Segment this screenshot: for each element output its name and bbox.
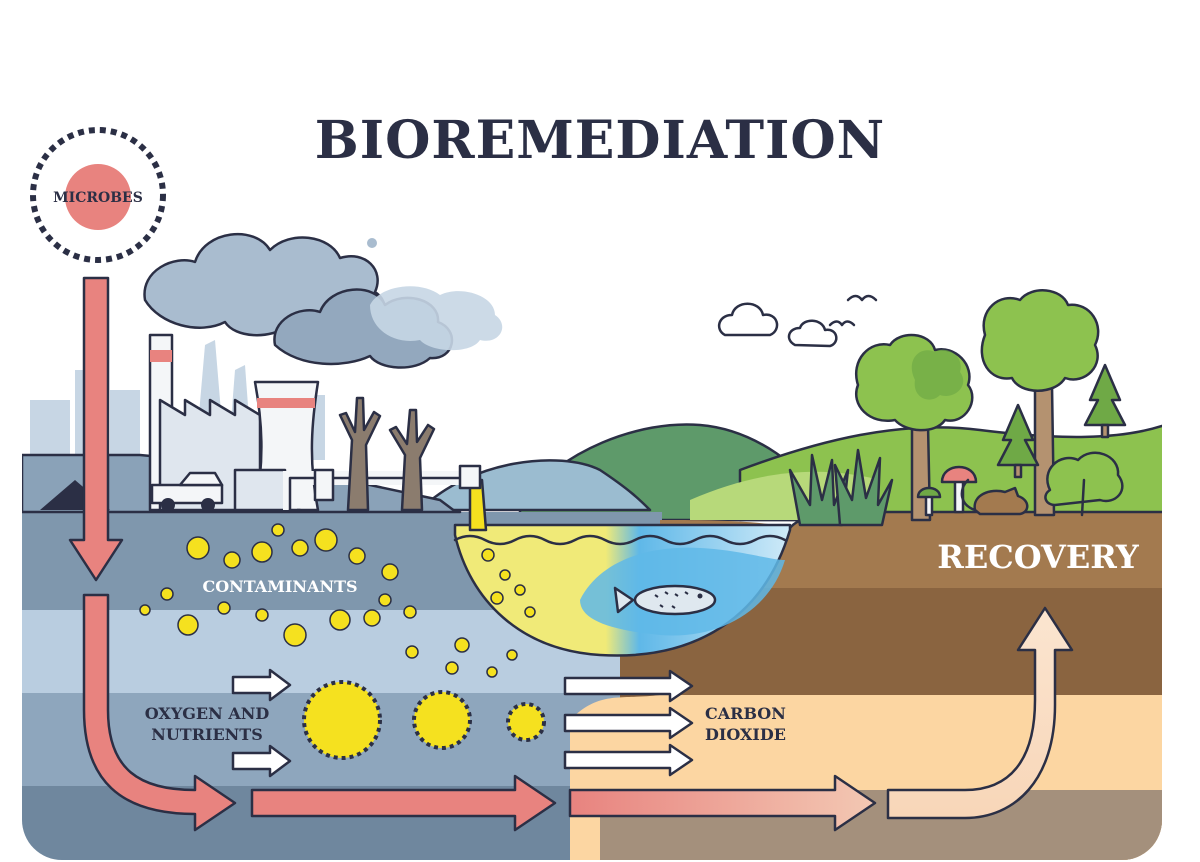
- grass-tuft: [788, 448, 894, 527]
- carbon-label-line2: DIOXIDE: [705, 725, 786, 744]
- oxygen-label-line1: OXYGEN AND: [145, 704, 270, 723]
- arrow-down-1: [68, 276, 124, 582]
- mushroom-icon: [916, 465, 978, 517]
- pine-tree-1: [1083, 363, 1127, 439]
- factory: [148, 333, 482, 512]
- dead-tree-2: [388, 408, 436, 512]
- bush: [1044, 451, 1124, 517]
- dead-tree-1: [338, 396, 382, 512]
- microbes-label: MICROBES: [53, 190, 143, 206]
- arrow-curve: [82, 593, 237, 832]
- pine-tree-2: [996, 403, 1040, 479]
- tree-tall: [980, 289, 1100, 517]
- carbon-label-line1: CARBON: [705, 704, 786, 723]
- recovery-label: RECOVERY: [937, 538, 1140, 576]
- sky-clouds: [717, 302, 838, 348]
- contaminants-label: CONTAMINANTS: [202, 577, 357, 596]
- birds-icon: [828, 294, 878, 327]
- scene: [22, 289, 1162, 860]
- smoke-cloud: [143, 232, 503, 369]
- arrow-right-2: [568, 774, 877, 832]
- process-flow-arrows: [68, 276, 1074, 832]
- oxygen-label-line2: NUTRIENTS: [151, 725, 263, 744]
- fish-icon: [613, 584, 717, 616]
- oxygen-input-arrows: [231, 668, 292, 778]
- co2-output-arrows: [563, 669, 694, 777]
- arrow-up-recovery: [886, 606, 1074, 820]
- squirrel-icon: [960, 478, 1029, 516]
- microbes-badge: MICROBES: [30, 127, 166, 263]
- page-title: BIOREMEDIATION: [315, 110, 885, 171]
- digested-contaminants: [302, 680, 546, 760]
- tree-large: [855, 333, 974, 522]
- arrow-right-1: [250, 774, 557, 832]
- truck-icon: [150, 471, 224, 512]
- contaminant-particles: [139, 523, 536, 678]
